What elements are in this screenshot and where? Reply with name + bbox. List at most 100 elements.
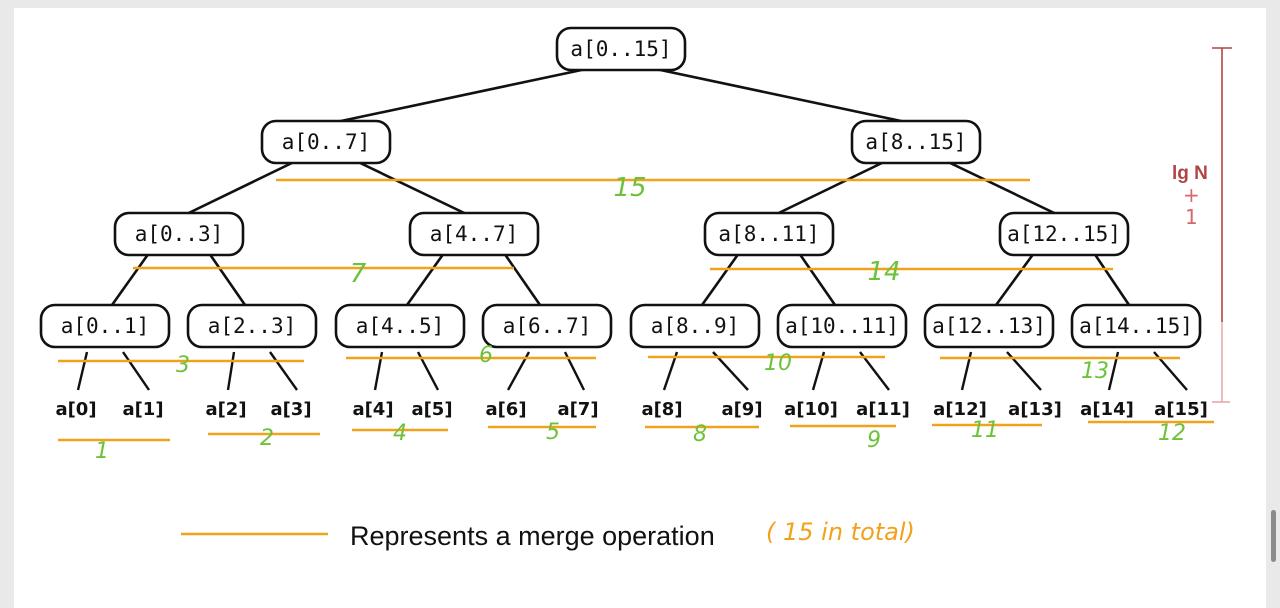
- tree-node: a[8..15]: [850, 119, 982, 165]
- leaf-edge: [226, 351, 236, 391]
- leaf-label: a[6]: [485, 399, 526, 420]
- leaf-label: a[1]: [122, 399, 163, 420]
- tree-node-label: a[8..9]: [651, 314, 740, 338]
- tree-nodes: a[0..15] a[0..7] a[8..15] a[0..3] a[4..7] a[8…: [39, 26, 1202, 349]
- tree-node-box: [629, 303, 761, 349]
- leaf-label: a[4]: [352, 399, 393, 420]
- tree-node-box: [481, 303, 613, 349]
- height-annotation: lg N + 1: [1172, 47, 1232, 403]
- leaf-label: a[5]: [411, 399, 452, 420]
- tree-node: a[8..9]: [629, 303, 761, 349]
- merge-count: 6: [479, 343, 493, 368]
- tree-edge: [355, 159, 469, 217]
- tree-node-label: a[0..1]: [61, 314, 150, 338]
- tree-edge: [109, 252, 151, 308]
- tree-edge: [404, 252, 446, 308]
- tree-node-box: [1070, 303, 1202, 349]
- leaf-edge: [859, 351, 890, 391]
- leaf-edge: [811, 351, 826, 391]
- tree-edge: [650, 66, 911, 125]
- tree-node-label: a[0..15]: [570, 37, 671, 61]
- leaf-label: a[8]: [641, 399, 682, 420]
- tree-node: a[10..11]: [776, 303, 908, 349]
- height-label: lg N: [1172, 163, 1208, 184]
- tree-node: a[4..5]: [334, 303, 466, 349]
- tree-node: a[12..13]: [923, 303, 1055, 349]
- tree-node: a[8..11]: [703, 211, 835, 257]
- merge-count: 10: [764, 351, 792, 376]
- tree-node: a[6..7]: [481, 303, 613, 349]
- merge-count: 13: [1081, 359, 1109, 384]
- tree-node-box: [39, 303, 171, 349]
- tree-node-label: a[4..7]: [430, 222, 519, 246]
- merge-lines: [58, 178, 1214, 442]
- leaf-label: a[0]: [55, 399, 96, 420]
- tree-edge: [184, 159, 297, 217]
- leaf-label: a[9]: [721, 399, 762, 420]
- leaf-label: a[10]: [784, 399, 838, 420]
- legend-total-note: ( 15 in total): [766, 518, 915, 546]
- tree-node: a[4..7]: [408, 211, 540, 257]
- leaf-label: a[2]: [205, 399, 246, 420]
- merge-count: 12: [1158, 421, 1186, 446]
- tree-node-label: a[8..11]: [718, 222, 819, 246]
- tree-node: a[12..15]: [998, 211, 1130, 257]
- tree-leaves: a[0] a[1] a[2] a[3] a[4] a[5] a[6] a[7] a[8] a[9]…: [55, 399, 1207, 420]
- merge-count: 2: [260, 426, 274, 451]
- tree-edge: [502, 252, 543, 308]
- leaf-edge: [662, 351, 679, 391]
- tree-node-label: a[12..13]: [932, 314, 1046, 338]
- merge-count: 15: [613, 173, 646, 203]
- vertical-scrollbar[interactable]: [1271, 510, 1276, 562]
- leaf-label: a[12]: [933, 399, 987, 420]
- tree-node-label: a[0..7]: [282, 130, 371, 154]
- tree-node: a[2..3]: [186, 303, 318, 349]
- tree-node-label: a[10..11]: [785, 314, 899, 338]
- tree-edge: [993, 252, 1036, 308]
- merge-count: 7: [350, 259, 367, 289]
- tree-node: a[0..3]: [113, 211, 245, 257]
- tree-node-label: a[0..3]: [135, 222, 224, 246]
- leaf-label: a[15]: [1154, 399, 1208, 420]
- tree-node-box: [555, 26, 687, 72]
- tree-edge: [331, 66, 592, 125]
- tree-node-label: a[8..15]: [865, 130, 966, 154]
- merge-count: 11: [971, 418, 999, 443]
- tree-node-label: a[14..15]: [1079, 314, 1193, 338]
- tree-edge: [797, 252, 838, 308]
- merge-count: 1: [95, 439, 109, 464]
- tree-node-label: a[2..3]: [208, 314, 297, 338]
- leaf-label: a[7]: [557, 399, 598, 420]
- height-one: 1: [1185, 205, 1198, 229]
- leaf-edge: [712, 351, 749, 391]
- leaf-edge: [269, 351, 298, 391]
- merge-count: 14: [867, 257, 900, 287]
- tree-node: a[0..7]: [260, 119, 392, 165]
- tree-node-box: [923, 303, 1055, 349]
- leaf-edge: [122, 351, 150, 391]
- tree-edge: [699, 252, 741, 308]
- tree-node-box: [776, 303, 908, 349]
- tree-node: a[0..1]: [39, 303, 171, 349]
- tree-node: a[0..15]: [555, 26, 687, 72]
- tree-node-box: [850, 119, 982, 165]
- tree-edge: [207, 252, 248, 308]
- merge-count: 4: [393, 421, 407, 446]
- merge-count: 3: [176, 353, 190, 378]
- tree-edge: [1092, 252, 1132, 308]
- leaf-edge: [76, 351, 89, 391]
- merge-count: 8: [693, 422, 707, 447]
- merge-count: 5: [546, 420, 560, 445]
- leaf-label: a[3]: [270, 399, 311, 420]
- tree-node-box: [408, 211, 540, 257]
- legend-text: Represents a merge operation: [350, 521, 715, 551]
- tree-node-box: [998, 211, 1130, 257]
- tree-edge: [774, 159, 887, 217]
- tree-node-label: a[12..15]: [1007, 222, 1121, 246]
- tree-node-label: a[6..7]: [503, 314, 592, 338]
- tree-node: a[14..15]: [1070, 303, 1202, 349]
- tree-node-box: [113, 211, 245, 257]
- tree-node-label: a[4..5]: [356, 314, 445, 338]
